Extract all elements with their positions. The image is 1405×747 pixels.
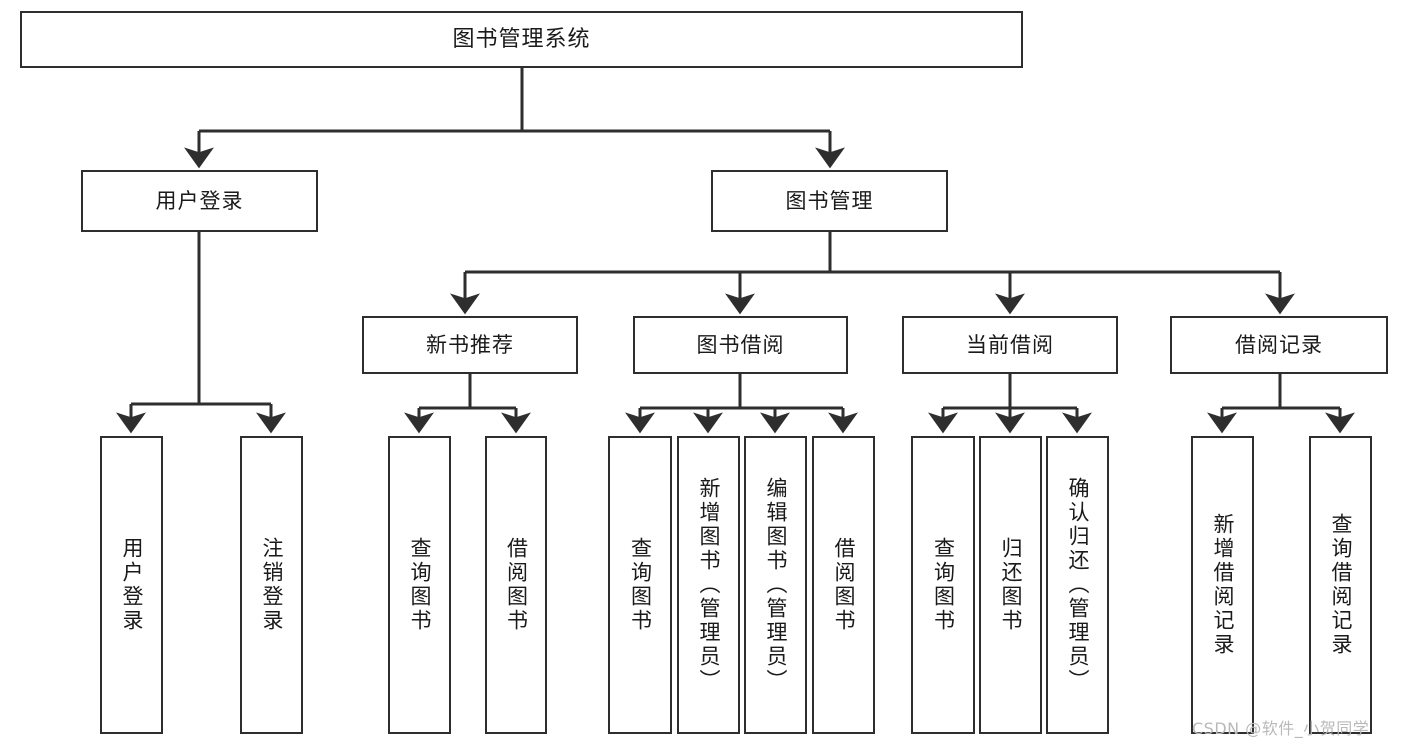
node-label: 新增借阅记录 [1211, 513, 1235, 657]
node-label: 注销登录 [260, 537, 284, 633]
node-label: 借阅记录 [1235, 332, 1323, 357]
leaf-query-book-current[interactable]: 查询图书 [911, 436, 975, 734]
node-label: 图书管理 [785, 188, 874, 213]
node-label: 借阅图书 [504, 537, 529, 633]
node-label: 新增图书（管理员） [697, 477, 721, 693]
leaf-query-book-borrow[interactable]: 查询图书 [608, 436, 672, 734]
leaf-add-borrow-record[interactable]: 新增借阅记录 [1191, 436, 1254, 734]
leaf-logout-login[interactable]: 注销登录 [240, 436, 303, 734]
node-label: 查询图书 [628, 537, 653, 633]
node-label: 查询图书 [408, 537, 432, 633]
leaf-user-login[interactable]: 用户登录 [100, 436, 163, 734]
leaf-query-book-new-rec[interactable]: 查询图书 [388, 436, 451, 734]
node-user-login[interactable]: 用户登录 [81, 170, 318, 232]
leaf-add-book-admin[interactable]: 新增图书（管理员） [677, 436, 740, 734]
node-label: 用户登录 [155, 188, 244, 213]
node-label: 借阅图书 [832, 537, 856, 633]
node-label: 新书推荐 [426, 332, 514, 357]
node-book-manage[interactable]: 图书管理 [711, 170, 948, 232]
node-root-system[interactable]: 图书管理系统 [20, 11, 1023, 68]
node-label: 确认归还（管理员） [1066, 477, 1090, 693]
leaf-edit-book-admin[interactable]: 编辑图书（管理员） [744, 436, 807, 734]
node-label: 图书管理系统 [452, 26, 591, 52]
node-book-borrow[interactable]: 图书借阅 [633, 316, 848, 374]
leaf-query-borrow-record[interactable]: 查询借阅记录 [1309, 436, 1372, 734]
node-label: 查询借阅记录 [1329, 513, 1353, 657]
node-new-book-recommend[interactable]: 新书推荐 [362, 316, 578, 374]
node-borrow-record[interactable]: 借阅记录 [1170, 316, 1388, 374]
node-label: 图书借阅 [696, 332, 785, 357]
leaf-return-book[interactable]: 归还图书 [979, 436, 1042, 734]
csdn-watermark: CSDN @软件_小贺同学 [1192, 719, 1370, 738]
leaf-confirm-return-admin[interactable]: 确认归还（管理员） [1046, 436, 1109, 734]
node-current-borrow[interactable]: 当前借阅 [902, 316, 1118, 374]
leaf-borrow-book-new-rec[interactable]: 借阅图书 [485, 436, 547, 734]
leaf-borrow-book-borrow[interactable]: 借阅图书 [812, 436, 875, 734]
node-label: 归还图书 [999, 537, 1023, 633]
node-label: 当前借阅 [966, 332, 1054, 357]
node-label: 用户登录 [120, 537, 144, 633]
node-label: 查询图书 [931, 537, 956, 633]
node-label: 编辑图书（管理员） [764, 477, 788, 693]
